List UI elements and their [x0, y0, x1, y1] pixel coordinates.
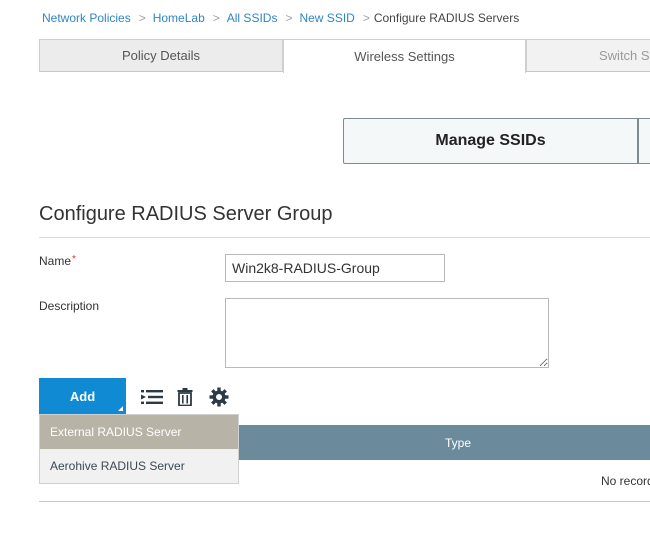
tab-label: Wireless Settings — [354, 49, 455, 64]
table-bottom-divider — [39, 501, 650, 502]
next-step-button[interactable] — [638, 118, 650, 164]
tab-label: Switch Se — [599, 48, 650, 63]
breadcrumb-current: Configure RADIUS Servers — [373, 11, 520, 25]
name-label: Name* — [39, 254, 76, 268]
tab-policy-details[interactable]: Policy Details — [39, 39, 283, 72]
description-label: Description — [39, 299, 100, 313]
breadcrumb-separator: > — [362, 11, 370, 25]
empty-table-message: No record — [601, 474, 650, 488]
section-divider — [39, 237, 650, 238]
breadcrumb-homelab[interactable]: HomeLab — [152, 11, 205, 25]
required-mark: * — [72, 254, 76, 265]
column-header-type[interactable]: Type — [445, 435, 472, 450]
breadcrumb-separator: > — [138, 11, 146, 25]
table-header: Type — [239, 425, 650, 460]
gear-icon[interactable] — [207, 386, 231, 408]
add-button[interactable]: Add — [39, 378, 126, 414]
dropdown-caret-icon — [118, 406, 123, 411]
description-input[interactable] — [225, 298, 549, 368]
menu-item-external-radius-server[interactable]: External RADIUS Server — [40, 415, 238, 449]
manage-ssids-label: Manage SSIDs — [435, 132, 546, 149]
name-label-text: Name — [39, 254, 72, 268]
breadcrumb-all-ssids[interactable]: All SSIDs — [226, 11, 278, 25]
breadcrumb-network-policies[interactable]: Network Policies — [42, 11, 131, 25]
breadcrumb-separator: > — [285, 11, 293, 25]
tab-wireless-settings[interactable]: Wireless Settings — [283, 39, 526, 73]
breadcrumb-new-ssid[interactable]: New SSID — [299, 11, 355, 25]
list-icon[interactable] — [140, 386, 164, 408]
tab-switch-settings[interactable]: Switch Se — [526, 39, 650, 72]
page-title: Configure RADIUS Server Group — [39, 203, 333, 225]
trash-icon[interactable] — [173, 386, 197, 408]
breadcrumb-separator: > — [212, 11, 220, 25]
breadcrumb: Network Policies > HomeLab > All SSIDs >… — [42, 10, 519, 26]
add-button-label: Add — [69, 388, 96, 404]
name-input[interactable] — [225, 254, 445, 282]
menu-item-aerohive-radius-server[interactable]: Aerohive RADIUS Server — [50, 459, 185, 473]
manage-ssids-button[interactable]: Manage SSIDs — [343, 118, 638, 164]
add-dropdown-menu: External RADIUS Server Aerohive RADIUS S… — [39, 414, 239, 484]
tab-label: Policy Details — [121, 48, 201, 63]
